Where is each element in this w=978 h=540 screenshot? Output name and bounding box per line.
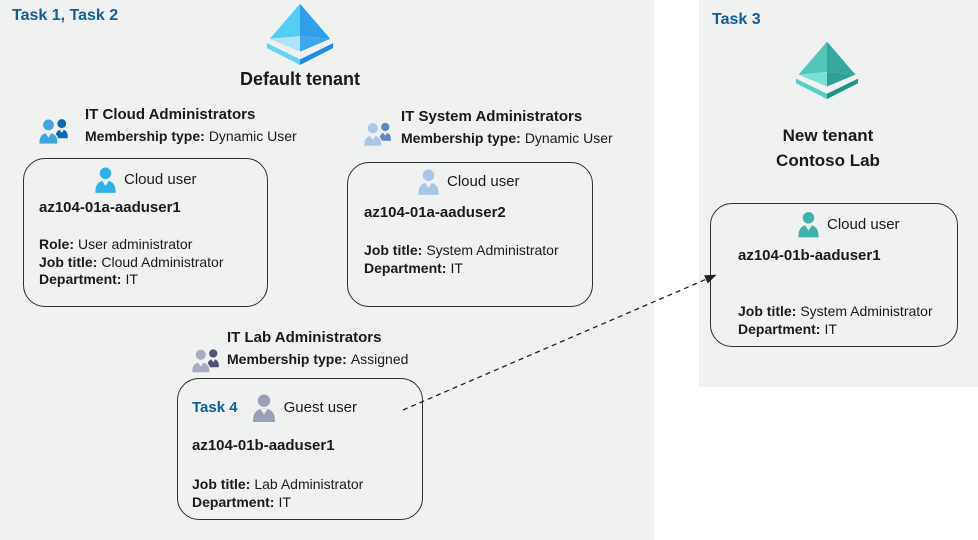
group-icon (190, 342, 221, 380)
user-field-department: Department:IT (192, 493, 291, 510)
new-tenant-line1: New tenant (782, 126, 874, 145)
user-type-label: Cloud user (124, 171, 197, 188)
user-type-label: Guest user (283, 399, 357, 416)
default-tenant-title: Default tenant (239, 69, 360, 89)
group-icon (362, 116, 393, 153)
user-field-department: Department:IT (39, 271, 138, 287)
group-icon (37, 112, 70, 151)
azure-ad-new-tenant-icon (794, 38, 860, 105)
azure-ad-tenant-icon (260, 3, 340, 68)
cloud-user-icon (797, 210, 820, 238)
user-field-department: Department:IT (738, 320, 837, 337)
group-name: IT System Administrators (401, 108, 583, 125)
user-name: az104-01a-aaduser2 (364, 204, 506, 221)
cloud-user-icon (417, 168, 440, 195)
user-type-label: Cloud user (447, 173, 520, 190)
task-1-2-label: Task 1, Task 2 (12, 7, 119, 24)
group-name: IT Lab Administrators (227, 329, 382, 346)
user-field-job-title: Job title:System Administrator (364, 242, 559, 258)
guest-user-card: Task 4 Guest user az104-01b-aaduser1 Job… (177, 378, 423, 520)
membership-type-line: Membership type:Dynamic User (85, 128, 297, 144)
user-field-role: Role:User administrator (39, 236, 193, 252)
guest-user-icon (251, 393, 277, 422)
user-name: az104-01b-aaduser1 (192, 437, 335, 454)
default-tenant-panel (0, 0, 654, 540)
user-field-department: Department:IT (364, 259, 463, 276)
new-tenant-line2: Contoso Lab (776, 151, 880, 170)
user-name: az104-01b-aaduser1 (738, 247, 881, 264)
user-card-aaduser2: Cloud user az104-01a-aaduser2 Job title:… (347, 162, 593, 307)
cloud-user-icon (94, 166, 117, 193)
user-field-job-title: Job title:Lab Administrator (192, 476, 364, 492)
task-4-label: Task 4 (192, 399, 238, 416)
user-name: az104-01a-aaduser1 (39, 199, 181, 216)
user-field-job-title: Job title:System Administrator (738, 303, 933, 319)
user-card-aaduser1: Cloud user az104-01a-aaduser1 Role:User … (23, 158, 268, 307)
user-type-label: Cloud user (827, 215, 900, 233)
group-name: IT Cloud Administrators (85, 106, 256, 123)
membership-type-line: Membership type:Assigned (227, 351, 409, 367)
new-tenant-title: New tenant Contoso Lab (728, 123, 928, 173)
new-tenant-user-card: Cloud user az104-01b-aaduser1 Job title:… (710, 203, 958, 347)
user-field-job-title: Job title:Cloud Administrator (39, 253, 224, 270)
membership-type-line: Membership type:Dynamic User (401, 130, 613, 146)
task-3-label: Task 3 (712, 11, 761, 28)
